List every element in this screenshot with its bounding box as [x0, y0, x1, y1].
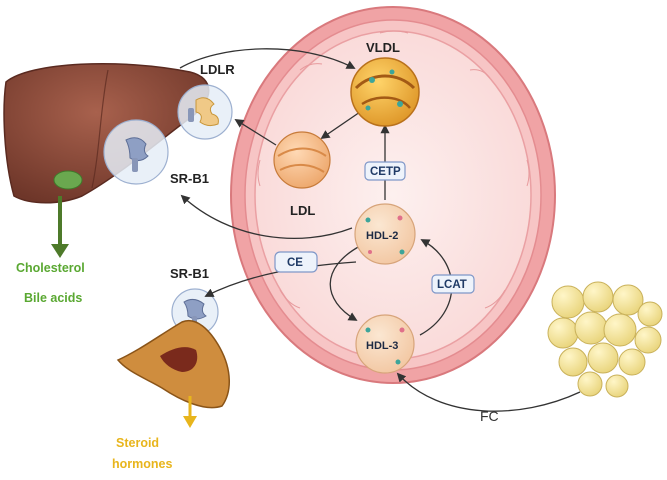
ce-box: CE [274, 251, 318, 273]
liver-icon [3, 63, 210, 204]
ldl-label: LDL [290, 203, 315, 218]
srb1-liver-label: SR-B1 [170, 171, 209, 186]
hdl3-label: HDL-3 [366, 340, 398, 352]
vldl-particle [350, 57, 420, 127]
adipocytes-icon [547, 281, 663, 398]
cetp-label: CETP [370, 166, 401, 178]
hdl3-particle [355, 314, 415, 374]
bile-acids-label: Bile acids [24, 291, 82, 305]
ldl-particle [273, 131, 331, 189]
ce-label: CE [287, 257, 303, 269]
fc-label: FC [480, 408, 499, 424]
arrows [179, 48, 581, 412]
srb1-liver-receptor-icon [103, 119, 169, 185]
ldlr-receptor-icon [177, 84, 233, 140]
ldlr-label: LDLR [200, 62, 235, 77]
steroid-label-line1: Steroid [116, 436, 159, 450]
cholesterol-label: Cholesterol [16, 261, 85, 275]
lcat-label: LCAT [437, 279, 467, 291]
hdl2-label: HDL-2 [366, 230, 398, 242]
srb1-adrenal-label: SR-B1 [170, 266, 209, 281]
steroid-label-line2: hormones [112, 457, 172, 471]
lcat-box: LCAT [431, 274, 475, 294]
vldl-label: VLDL [366, 40, 400, 55]
hdl2-particle [354, 203, 416, 265]
cetp-box: CETP [364, 161, 406, 181]
adrenal-gland-icon [116, 319, 230, 409]
